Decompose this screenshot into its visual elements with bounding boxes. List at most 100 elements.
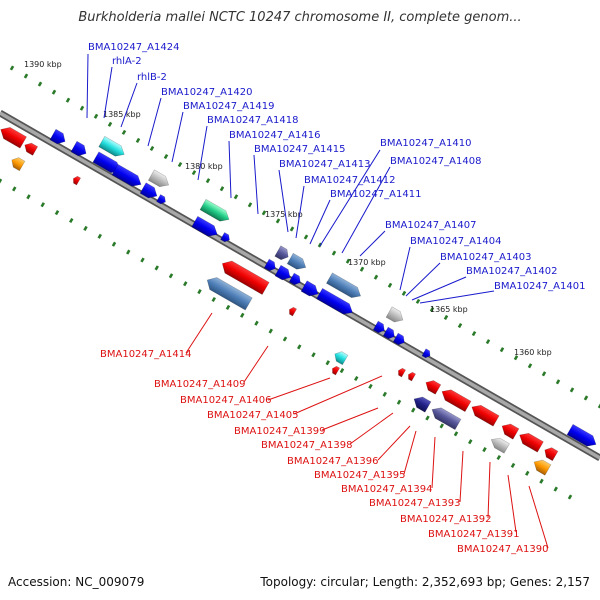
leader-line: [243, 345, 269, 383]
forward-gene-arrow[interactable]: [288, 272, 303, 287]
guide-dot: [510, 462, 516, 468]
guide-dot: [51, 89, 57, 95]
gene-label-reverse[interactable]: BMA10247_A1398: [261, 440, 352, 451]
forward-gene-arrow[interactable]: [111, 163, 144, 189]
reverse-gene-arrow[interactable]: [71, 175, 82, 186]
reverse-gene-arrow[interactable]: [439, 386, 472, 413]
forward-gene-arrow[interactable]: [566, 423, 599, 449]
guide-dot: [513, 355, 519, 361]
gene-label-reverse[interactable]: BMA10247_A1414: [100, 349, 191, 360]
leader-line: [185, 312, 213, 354]
gene-label-reverse[interactable]: BMA10247_A1393: [369, 498, 460, 509]
gene-label-forward[interactable]: BMA10247_A1415: [254, 144, 345, 155]
gene-label-reverse[interactable]: BMA10247_A1409: [154, 379, 245, 390]
gene-label-forward[interactable]: BMA10247_A1413: [279, 159, 370, 170]
forward-gene-arrow[interactable]: [421, 348, 432, 359]
forward-gene-arrow[interactable]: [325, 272, 363, 301]
reverse-gene-arrow[interactable]: [411, 394, 432, 413]
forward-gene-arrow[interactable]: [220, 232, 232, 244]
forward-gene-arrow[interactable]: [139, 182, 160, 201]
tick-label: 1385 kbp: [103, 110, 141, 119]
reverse-gene-arrow[interactable]: [517, 430, 544, 453]
guide-dot: [65, 97, 71, 103]
gene-label-forward[interactable]: BMA10247_A1404: [410, 236, 501, 247]
reverse-gene-arrow[interactable]: [499, 421, 520, 440]
reverse-gene-arrow[interactable]: [469, 402, 500, 427]
guide-dot: [496, 454, 501, 461]
gene-label-forward[interactable]: rhlA-2: [112, 56, 142, 67]
reverse-gene-arrow[interactable]: [204, 274, 253, 311]
forward-gene-arrow[interactable]: [316, 287, 356, 317]
gene-label-forward[interactable]: BMA10247_A1408: [390, 156, 481, 167]
gene-label-forward[interactable]: BMA10247_A1402: [466, 266, 557, 277]
forward-gene-arrow[interactable]: [191, 215, 221, 239]
gene-label-reverse[interactable]: BMA10247_A1391: [428, 529, 519, 540]
reverse-gene-arrow[interactable]: [22, 141, 39, 156]
gene-label-forward[interactable]: BMA10247_A1412: [304, 175, 395, 186]
guide-dot: [387, 282, 393, 288]
gene-label-reverse[interactable]: BMA10247_A1395: [314, 470, 405, 481]
forward-gene-arrow[interactable]: [199, 198, 232, 224]
tick-label: 1375 kbp: [265, 210, 303, 219]
gene-label-forward[interactable]: rhlB-2: [137, 72, 167, 83]
leader-line: [459, 450, 464, 503]
forward-gene-arrow[interactable]: [147, 169, 171, 190]
guide-dot: [311, 352, 316, 358]
gene-label-forward[interactable]: BMA10247_A1401: [494, 281, 585, 292]
gene-label-reverse[interactable]: BMA10247_A1390: [457, 544, 548, 555]
forward-gene-arrow[interactable]: [392, 332, 407, 347]
reverse-gene-arrow[interactable]: [330, 365, 341, 376]
gene-label-forward[interactable]: BMA10247_A1411: [330, 189, 421, 200]
forward-gene-arrow[interactable]: [263, 258, 278, 273]
guide-dot: [425, 415, 430, 421]
forward-gene-arrow[interactable]: [98, 135, 128, 159]
leader-line: [120, 82, 138, 128]
reverse-gene-arrow[interactable]: [396, 367, 407, 378]
gene-label-forward[interactable]: BMA10247_A1419: [183, 101, 274, 112]
gene-label-forward[interactable]: BMA10247_A1410: [380, 138, 471, 149]
reverse-gene-arrow[interactable]: [429, 404, 462, 431]
gene-label-reverse[interactable]: BMA10247_A1392: [400, 514, 491, 525]
reverse-gene-arrow[interactable]: [287, 306, 298, 317]
gene-label-forward[interactable]: BMA10247_A1420: [161, 87, 252, 98]
reverse-gene-arrow[interactable]: [542, 445, 559, 462]
reverse-gene-arrow[interactable]: [332, 349, 349, 366]
tick-1385: 1385 kbp: [103, 110, 141, 119]
forward-gene-arrow[interactable]: [372, 320, 387, 335]
leader-line: [377, 425, 411, 461]
tick-1360: 1360 kbp: [514, 348, 552, 357]
gene-label-reverse[interactable]: BMA10247_A1394: [341, 484, 432, 495]
gene-features[interactable]: [0, 124, 599, 476]
forward-gene-arrow[interactable]: [385, 306, 406, 325]
gene-label-forward[interactable]: BMA10247_A1416: [229, 130, 320, 141]
reverse-gene-arrow[interactable]: [423, 378, 442, 395]
reverse-gene-arrow[interactable]: [9, 155, 26, 172]
gene-label-reverse[interactable]: BMA10247_A1406: [180, 395, 271, 406]
gene-label-reverse[interactable]: BMA10247_A1405: [207, 410, 298, 421]
reverse-gene-arrow[interactable]: [406, 371, 417, 382]
forward-gene-arrow[interactable]: [70, 140, 89, 158]
gene-labels[interactable]: BMA10247_A1424 rhlA-2 rhlB-2BMA10247_A1420…: [88, 42, 585, 555]
reverse-gene-arrow[interactable]: [531, 457, 552, 476]
guide-dot: [553, 486, 558, 492]
gene-label-reverse[interactable]: BMA10247_A1396: [287, 456, 378, 467]
reverse-gene-arrow[interactable]: [488, 435, 510, 454]
gene-label-forward[interactable]: BMA10247_A1407: [385, 220, 476, 231]
forward-gene-arrow[interactable]: [156, 194, 168, 206]
reverse-gene-arrow[interactable]: [0, 124, 27, 149]
gene-label-forward[interactable]: BMA10247_A1403: [440, 252, 531, 263]
forward-gene-arrow[interactable]: [286, 252, 309, 272]
gene-label-reverse[interactable]: BMA10247_A1399: [234, 426, 325, 437]
guide-dot: [135, 137, 141, 143]
forward-gene-arrow[interactable]: [300, 280, 321, 299]
guide-dot: [354, 375, 359, 382]
forward-gene-arrow[interactable]: [274, 264, 293, 282]
forward-gene-arrow[interactable]: [49, 128, 68, 146]
forward-gene-arrow[interactable]: [382, 326, 397, 341]
gene-label-forward[interactable]: BMA10247_A1418: [207, 115, 298, 126]
forward-gene-arrow[interactable]: [274, 245, 291, 262]
reverse-gene-arrow[interactable]: [219, 257, 270, 295]
gene-label-forward[interactable]: BMA10247_A1424: [88, 42, 179, 53]
guide-dot: [97, 233, 102, 239]
